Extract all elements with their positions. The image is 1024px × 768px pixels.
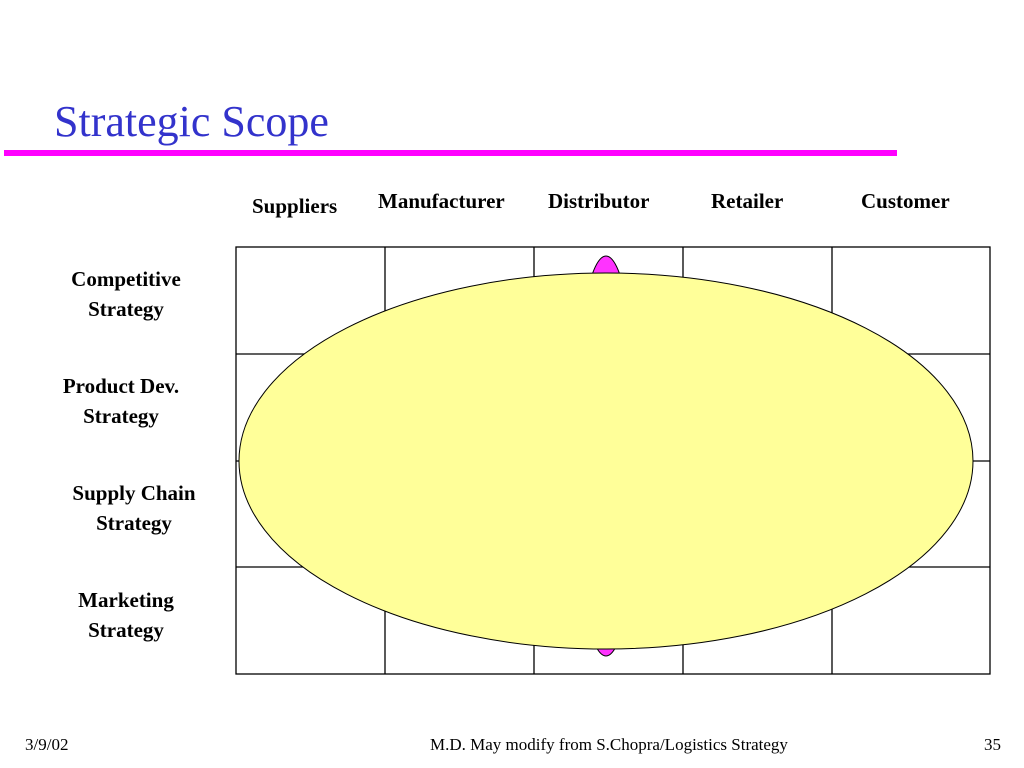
row-label-line: Competitive: [71, 267, 181, 291]
title-underline: [4, 150, 897, 156]
row-label-line: Supply Chain: [72, 481, 196, 505]
footer-page-number: 35: [984, 735, 1001, 754]
slide-title: Strategic Scope: [54, 97, 329, 146]
column-header-suppliers: Suppliers: [252, 194, 338, 218]
column-header-customer: Customer: [861, 189, 950, 213]
row-label-line: Strategy: [96, 511, 172, 535]
row-label-line: Marketing: [78, 588, 174, 612]
row-label-line: Strategy: [88, 297, 164, 321]
row-label-line: Strategy: [83, 404, 159, 428]
row-label-line: Product Dev.: [62, 374, 180, 398]
row-label-product-dev-strategy: Product Dev. Strategy: [41, 371, 201, 431]
column-header-retailer: Retailer: [711, 189, 784, 213]
column-header-manufacturer: Manufacturer: [378, 189, 505, 213]
row-label-supply-chain-strategy: Supply Chain Strategy: [54, 478, 214, 538]
footer-credit: M.D. May modify from S.Chopra/Logistics …: [430, 735, 788, 754]
row-label-competitive-strategy: Competitive Strategy: [46, 264, 206, 324]
inter-functional-scope-ellipse: [238, 272, 974, 650]
footer-date: 3/9/02: [25, 735, 69, 754]
row-label-line: Strategy: [88, 618, 164, 642]
column-header-distributor: Distributor: [548, 189, 650, 213]
row-label-marketing-strategy: Marketing Strategy: [46, 585, 206, 645]
